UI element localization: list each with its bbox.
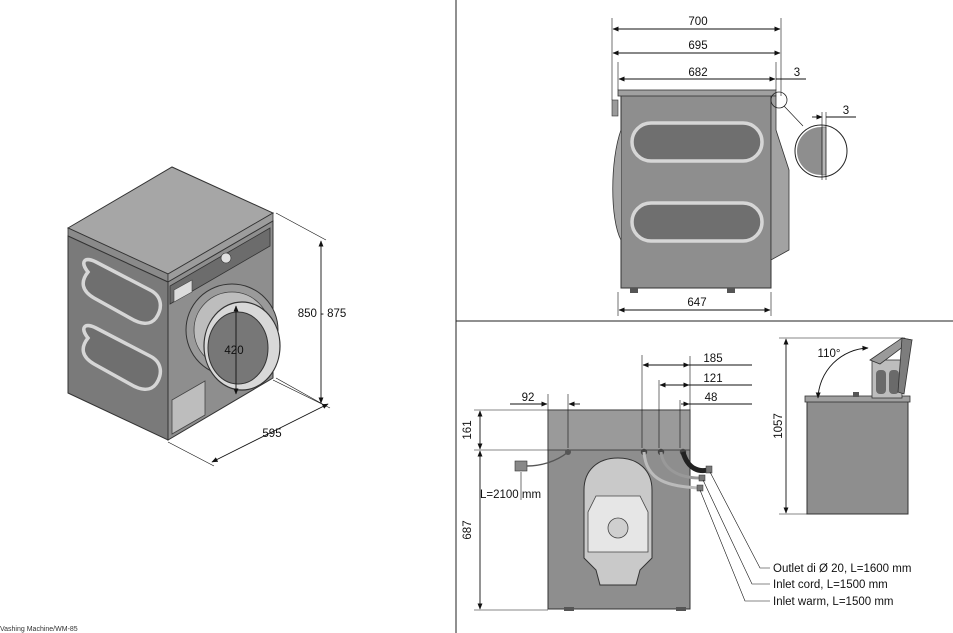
inlet-warm-hose (642, 451, 699, 490)
power-plug (514, 460, 528, 472)
side-foot-rear (727, 288, 735, 293)
detail-gap-section (821, 126, 827, 176)
isometric-view: 850 - 875 595 420 (66, 166, 347, 467)
inlet-warm-leader (699, 489, 770, 602)
inlet-cord-leader (702, 479, 770, 585)
dim-121-label: 121 (703, 373, 722, 385)
side-front-knob (611, 99, 619, 117)
width-body-label: 695 (688, 40, 707, 52)
inlet-cold-hose (659, 451, 701, 480)
side-door-bulge (612, 129, 622, 241)
rear-view: 185 121 48 92 161 687 L=2100 mm Outlet d… (462, 353, 911, 611)
detail-gap-label: 3 (843, 105, 849, 117)
lid-view-hinge (853, 392, 859, 397)
height-label: 850 - 875 (298, 308, 347, 320)
iso-control-panel (169, 227, 271, 305)
side-slot-upper (630, 121, 764, 163)
depth-dimension-line (211, 403, 329, 463)
dim-185-label: 185 (703, 353, 722, 365)
dim-48-label: 48 (705, 392, 718, 404)
inlet-warm-label: Inlet warm, L=1500 mm (773, 596, 893, 608)
iso-control-knob (220, 252, 232, 264)
side-view: 700 695 682 3 647 3 (611, 16, 856, 316)
power-cord-label: L=2100 mm (480, 489, 541, 501)
rear-drain-circle (607, 517, 629, 539)
side-slot-lower (630, 201, 764, 243)
lid-view-drawer-slot-1 (876, 370, 886, 394)
power-cord-line (526, 451, 569, 467)
inlet-cord-label: Inlet cord, L=1500 mm (773, 579, 888, 591)
side-rear-bulge (770, 95, 790, 261)
depth-label: 595 (262, 428, 281, 440)
iso-side-slot-lower (81, 323, 163, 391)
dim-687-label: 687 (462, 520, 474, 539)
footer-caption: Vashing Machine/WM-85 (0, 626, 78, 633)
iso-side-slot-upper (81, 257, 163, 325)
width-total-label: 700 (688, 16, 707, 28)
base-width-label: 647 (687, 297, 706, 309)
outlet-leader (709, 471, 770, 569)
rear-foot-right (676, 607, 686, 611)
dim-92-label: 92 (522, 392, 535, 404)
rear-foot-left (564, 607, 574, 611)
door-diameter-label: 420 (224, 345, 243, 357)
power-inlet (565, 449, 571, 455)
iso-service-hatch (171, 380, 206, 435)
lid-angle-arc (815, 345, 869, 399)
outlet-label: Outlet di Ø 20, L=1600 mm (773, 563, 911, 575)
lid-view-drawer-slot-2 (889, 370, 899, 394)
lid-angle-label: 110° (818, 348, 841, 360)
iso-detergent-drawer (173, 279, 193, 303)
lid-view-lid-edge (897, 337, 913, 395)
width-top-label: 682 (688, 67, 707, 79)
dim-161-label: 161 (462, 420, 474, 439)
lid-view-body (806, 399, 909, 515)
gap-label: 3 (794, 67, 800, 79)
detail-body-section (797, 126, 822, 176)
detail-marker (770, 91, 788, 109)
side-top-lid (617, 89, 777, 97)
lid-open-view: 1057 110° (773, 337, 913, 515)
rear-top-band (547, 409, 691, 451)
lid-height-label: 1057 (773, 413, 785, 439)
side-foot-front (630, 288, 638, 293)
